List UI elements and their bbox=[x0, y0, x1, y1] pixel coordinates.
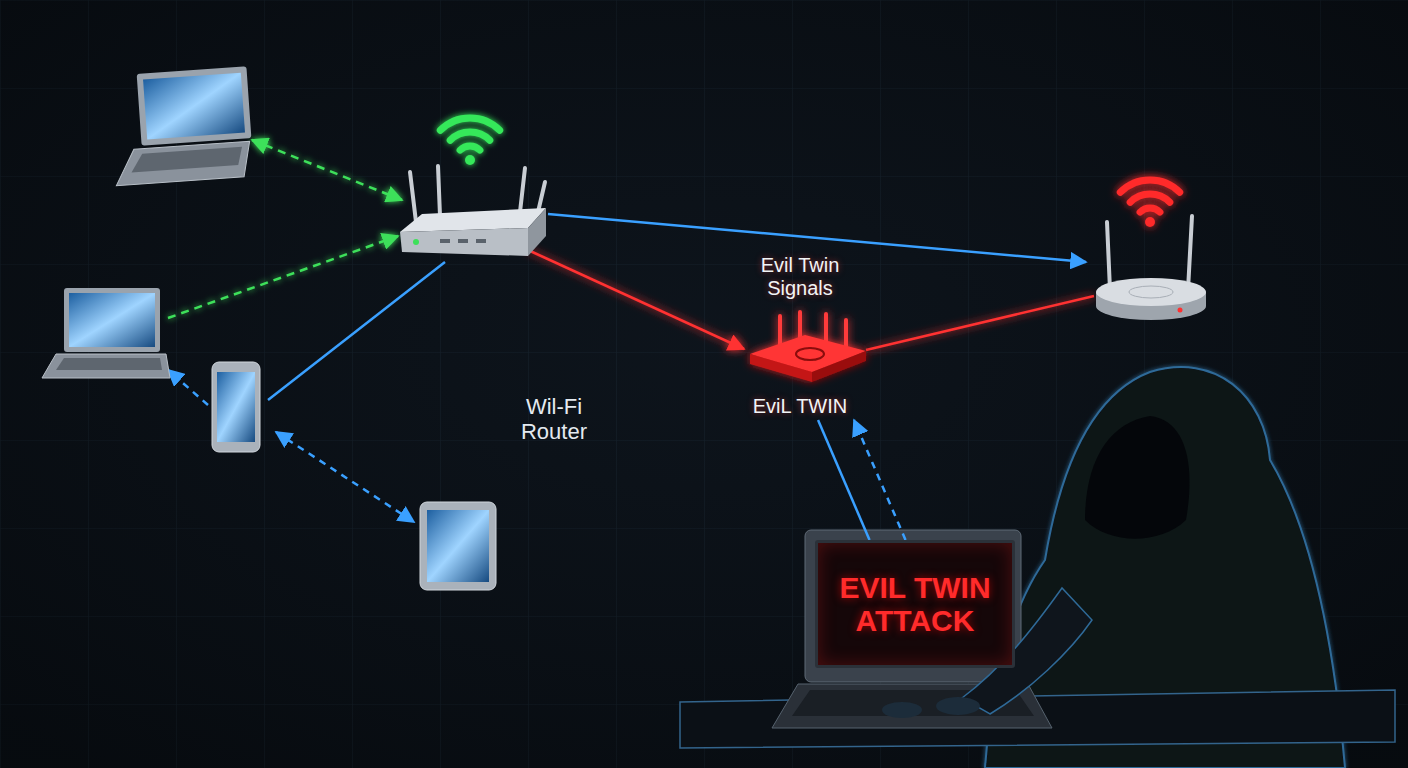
evil-twin-node: Evil Twin SignalsEviL TWIN bbox=[722, 252, 878, 420]
status-light bbox=[1178, 308, 1183, 313]
laptop-display bbox=[69, 293, 155, 347]
laptop-base bbox=[114, 141, 252, 185]
wifi-arc bbox=[440, 118, 499, 130]
laptop-bezel bbox=[805, 530, 1021, 682]
wifi-link bbox=[268, 262, 445, 400]
laptop-screen bbox=[64, 288, 160, 352]
antenna bbox=[438, 166, 440, 216]
wifi-dot bbox=[465, 155, 475, 165]
laptop-screen bbox=[137, 66, 252, 145]
laptop-base bbox=[42, 354, 170, 378]
router-ring bbox=[1129, 286, 1173, 298]
hood-face bbox=[1085, 416, 1190, 539]
router-top bbox=[1096, 278, 1206, 306]
router-front bbox=[400, 228, 528, 256]
router-port bbox=[440, 239, 450, 243]
laptop-icon bbox=[42, 288, 170, 378]
wifi-link bbox=[168, 370, 208, 405]
screen-text: EVIL TWIN ATTACK bbox=[826, 571, 1004, 637]
wifi-arc bbox=[460, 146, 480, 150]
device-ring bbox=[796, 348, 824, 360]
wifi-arc bbox=[1140, 208, 1160, 212]
attack-link bbox=[528, 250, 744, 349]
node-label: EviL TWIN bbox=[753, 395, 847, 418]
phone-icon bbox=[212, 362, 260, 452]
laptop-keyboard bbox=[130, 147, 243, 173]
phone-display bbox=[217, 372, 255, 442]
evil-twin-device bbox=[750, 312, 866, 382]
antenna bbox=[410, 172, 416, 222]
tablet-body bbox=[420, 502, 496, 590]
wifi-dot bbox=[1145, 217, 1155, 227]
device-label: Wil-Fi Router bbox=[506, 394, 602, 445]
phone-body bbox=[212, 362, 260, 452]
wifi-arc bbox=[450, 132, 490, 140]
laptop-icon bbox=[109, 66, 254, 185]
antenna bbox=[538, 182, 545, 212]
tablet-icon bbox=[420, 502, 496, 590]
hand bbox=[882, 702, 922, 718]
antenna bbox=[1188, 216, 1192, 290]
laptop-display bbox=[143, 73, 245, 140]
attack-link bbox=[866, 296, 1094, 350]
router-icon bbox=[400, 166, 546, 256]
node-heading: Evil Twin Signals bbox=[744, 254, 856, 300]
wifi-icon bbox=[440, 118, 499, 165]
wifi-arc bbox=[1120, 180, 1179, 192]
antenna bbox=[520, 168, 525, 212]
wifi-arc bbox=[1130, 194, 1170, 202]
wifi-icon bbox=[1120, 180, 1179, 227]
wifi-link bbox=[464, 268, 467, 492]
wifi-link bbox=[252, 140, 402, 200]
laptop-keyboard bbox=[56, 358, 162, 370]
wifi-link bbox=[168, 236, 398, 318]
router-port bbox=[476, 239, 486, 243]
tablet-display bbox=[427, 510, 489, 582]
router-side bbox=[528, 208, 546, 256]
antenna bbox=[1107, 222, 1110, 290]
device-side bbox=[812, 351, 866, 382]
hand bbox=[936, 697, 980, 715]
status-light bbox=[413, 239, 419, 245]
router-icon bbox=[1096, 216, 1206, 320]
router-port bbox=[458, 239, 468, 243]
laptop-screen: EVIL TWIN ATTACK bbox=[815, 540, 1015, 668]
attack-link bbox=[854, 420, 905, 540]
wifi-link bbox=[276, 432, 414, 522]
network-links bbox=[168, 140, 1094, 522]
